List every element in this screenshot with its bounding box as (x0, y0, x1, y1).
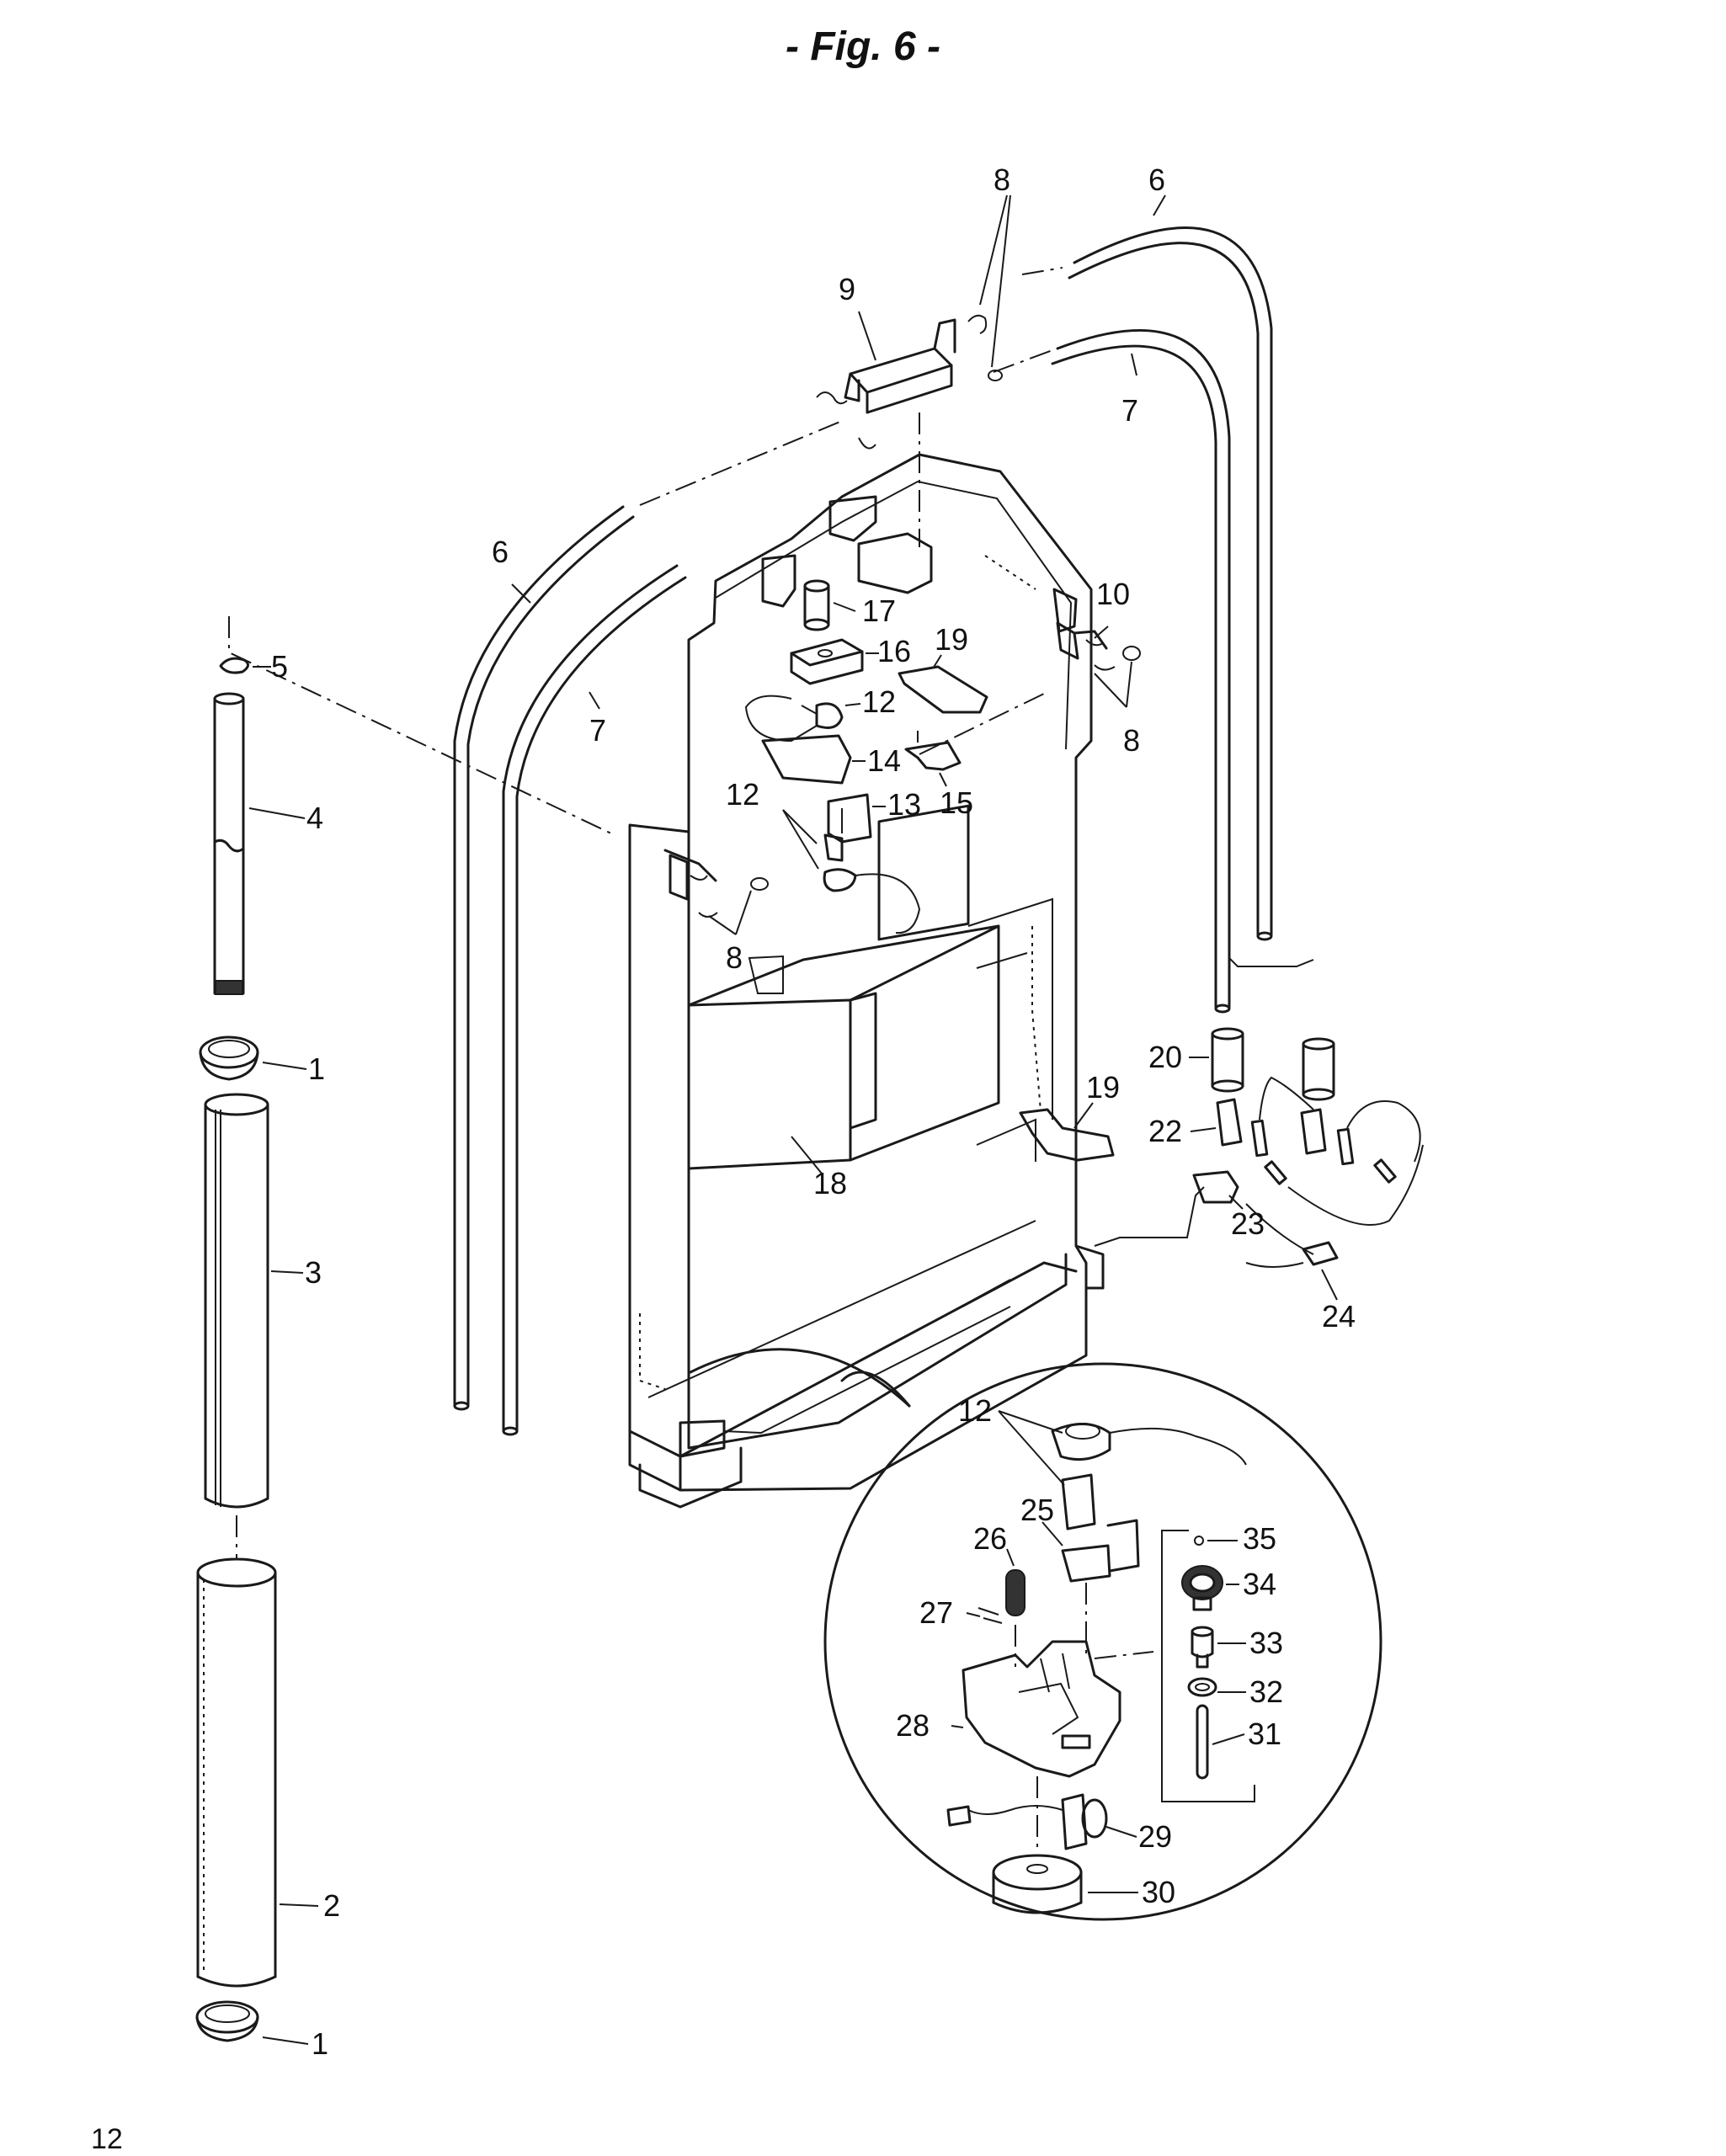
page-number: 12 (91, 2123, 123, 2155)
callout-30: 30 (1142, 1875, 1175, 1909)
part-7-inner-arch-bar-left (502, 564, 687, 1436)
assembly-line-left-arch (639, 420, 843, 506)
part-15-sensor-block (790, 638, 879, 685)
part-25-sensor-holder (1041, 1519, 1140, 1583)
part-6-outer-arch-bar-right (1068, 194, 1273, 941)
figure-title: - Fig. 6 - (786, 24, 940, 69)
callout-15: 16 (877, 634, 911, 668)
assembly-line-bracket-17 (919, 693, 1045, 755)
callout-5: 5 (271, 649, 288, 684)
part-9-top-bracket (816, 311, 1003, 450)
callout-22: 22 (1148, 1114, 1182, 1148)
connector-line-upper (1228, 948, 1314, 967)
callout-7-right: 7 (1121, 393, 1138, 428)
part-33-bushing (1191, 1626, 1246, 1669)
part-28-main-plate (951, 1640, 1121, 1778)
callout-34: 34 (1243, 1567, 1276, 1601)
part-24-connector (1245, 1144, 1424, 1301)
detail-circle (689, 1348, 1382, 1921)
part-1-end-cap-top (199, 1035, 307, 1081)
part-12-sensor-lower (782, 809, 921, 934)
callout-1-bottom: 1 (312, 2026, 328, 2061)
part-32-washer (1187, 1677, 1246, 1697)
callout-3: 3 (305, 1255, 322, 1290)
callout-6-right: 6 (1148, 162, 1165, 197)
callout-21: 20 (1148, 1040, 1182, 1074)
part-13-clip-bracket (827, 793, 886, 844)
callout-8-top: 8 (994, 162, 1010, 197)
part-4-upper-tube (213, 692, 306, 995)
callout-26: 26 (973, 1521, 1007, 1556)
assembly-line-shaft (1094, 1651, 1154, 1659)
callout-12-lower: 12 (726, 777, 759, 812)
part-14-mounting-plate (761, 734, 866, 785)
part-27-pin (966, 1607, 1003, 1624)
main-frame (628, 453, 1105, 1509)
part-17-small-bracket (904, 731, 962, 787)
part-20-lower-bracket (1019, 1102, 1115, 1162)
part-30-magnet-disc (992, 1854, 1138, 1914)
part-21-socket (1189, 1027, 1335, 1101)
assembly-line-right-arch-outer (1021, 267, 1063, 275)
part-2-lower-tube (196, 1557, 319, 1988)
callout-25: 25 (1020, 1493, 1054, 1527)
part-1-end-cap-bottom (195, 2000, 309, 2045)
callout-35: 35 (1243, 1521, 1276, 1556)
part-29-micro-switch (946, 1793, 1137, 1850)
callout-6-left: 6 (492, 535, 509, 569)
part-12-sensor-upper (744, 695, 861, 743)
part-6-outer-arch-bar-left (453, 505, 635, 1411)
part-26-spring (1005, 1548, 1025, 1616)
callout-9: 9 (839, 272, 855, 306)
callout-32: 32 (1249, 1674, 1283, 1709)
part-31-shaft (1196, 1704, 1245, 1780)
part-22-sensor-clip (1190, 1076, 1421, 1185)
callout-33: 33 (1249, 1626, 1283, 1660)
part-34-gear (1181, 1565, 1239, 1611)
part-7-inner-arch-bar-right (1051, 329, 1231, 1014)
part-18-angled-plate (898, 654, 988, 714)
callout-28: 28 (896, 1708, 930, 1743)
callout-4: 4 (306, 801, 323, 835)
part-19-center-panel-leader (791, 1136, 823, 1174)
callout-8-right: 8 (1123, 723, 1140, 758)
part-23-base-bracket (1094, 1170, 1244, 1247)
callout-20: 19 (1086, 1070, 1120, 1105)
callout-14: 14 (867, 743, 901, 778)
part-5-retaining-clip (219, 657, 271, 674)
part-8-pin-labels-right (1094, 661, 1132, 708)
part-35-e-ring (1194, 1536, 1238, 1546)
part-10-side-bracket (1056, 621, 1141, 671)
callout-10: 10 (1096, 577, 1130, 611)
part-8-pin-labels-top (979, 194, 1011, 368)
callout-12-detail: 12 (958, 1393, 992, 1428)
callout-18: 19 (935, 622, 968, 657)
sub-assembly-bracket (1161, 1530, 1255, 1802)
callout-31: 31 (1248, 1717, 1281, 1751)
part-12-sensor-detail (998, 1410, 1247, 1530)
part-16-cylinder (803, 579, 856, 631)
callout-8-left: 8 (726, 940, 743, 975)
callout-7-left: 7 (589, 713, 606, 748)
part-8-pin-labels-left (690, 875, 769, 935)
callout-16: 17 (862, 594, 896, 628)
callout-23: 23 (1231, 1206, 1265, 1241)
callout-1-top: 1 (308, 1051, 325, 1086)
callout-labels: 6 8 9 7 6 17 10 16 19 5 12 8 7 14 12 13 … (271, 162, 1356, 2061)
callout-17: 15 (940, 785, 973, 820)
callout-19: 18 (813, 1166, 847, 1200)
part-3-split-sleeve (204, 1093, 304, 1509)
assembly-line-right-arch (993, 349, 1053, 373)
assembly-line-tube (228, 616, 612, 834)
callout-29: 29 (1138, 1819, 1172, 1854)
callout-13: 13 (887, 787, 921, 822)
callout-27: 27 (919, 1595, 953, 1630)
callout-24: 24 (1322, 1299, 1356, 1334)
callout-12-upper: 12 (862, 684, 896, 719)
callout-2: 2 (323, 1888, 340, 1923)
